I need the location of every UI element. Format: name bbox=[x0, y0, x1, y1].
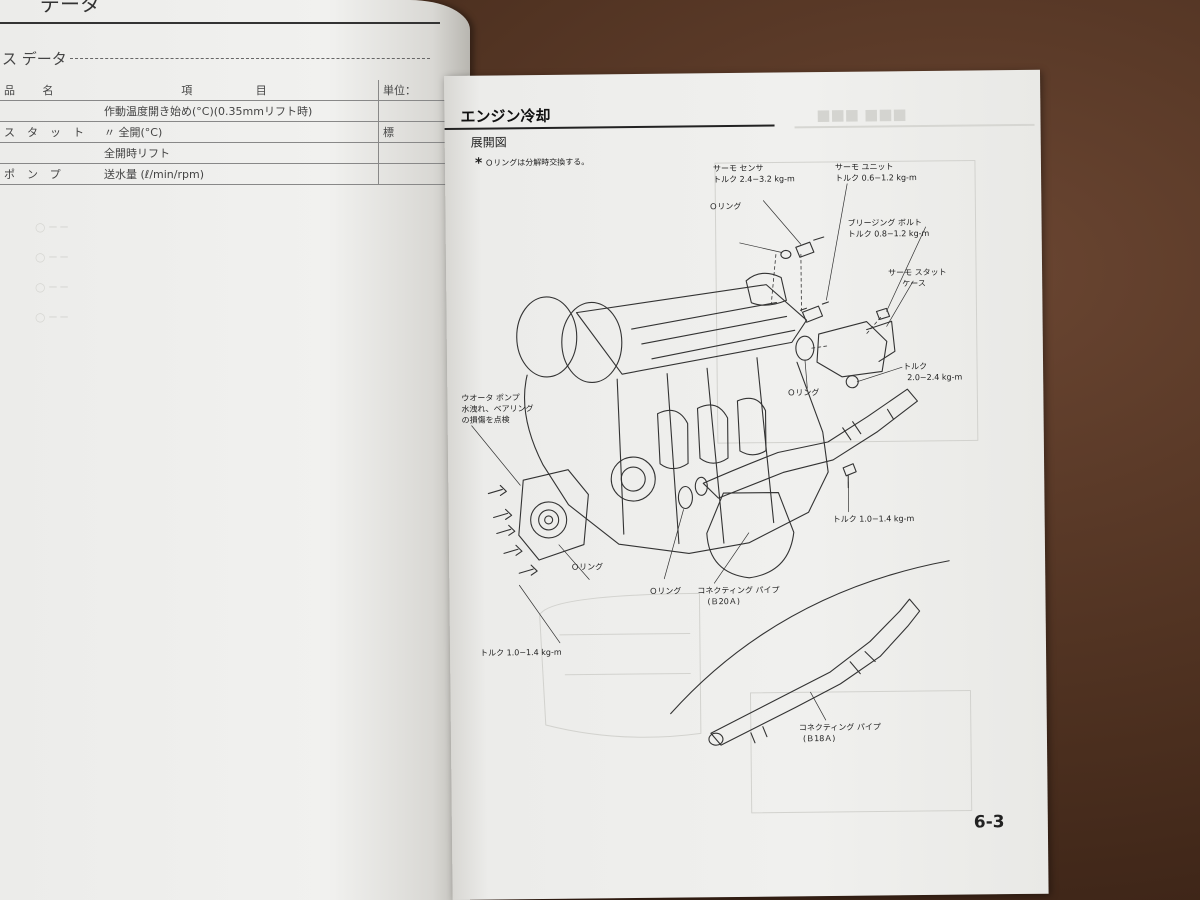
label-torque-left: トルク 1.0−1.4 kg-m bbox=[479, 647, 562, 658]
label-thermostat-case: サーモ スタット ケース bbox=[888, 267, 947, 290]
table-header-cell: 項 目 bbox=[100, 80, 379, 101]
label-text: 2.0−2.4 kg-m bbox=[907, 372, 963, 383]
table-cell bbox=[0, 100, 100, 122]
left-header-rule bbox=[0, 22, 440, 24]
cam-pulley-left bbox=[516, 296, 578, 378]
left-section-rule bbox=[70, 58, 430, 59]
table-cell: 〃 全開(°C) bbox=[100, 121, 379, 143]
label-torque-right: トルク 1.0−1.4 kg-m bbox=[832, 514, 915, 524]
table-cell bbox=[378, 163, 450, 185]
label-text: サーモ スタット bbox=[888, 267, 947, 278]
label-thermo-sensor: サーモ センサ トルク 2.4−3.2 kg-m bbox=[713, 162, 795, 185]
label-oring-pump: Ｏリング bbox=[571, 562, 604, 572]
label-torque-case: トルク 2.0−2.4 kg-m bbox=[903, 361, 962, 384]
thermo-unit bbox=[799, 301, 829, 323]
water-pump bbox=[518, 469, 589, 561]
bleeding-bolt bbox=[875, 307, 891, 321]
connecting-pipe-b18a bbox=[710, 598, 921, 746]
right-page: ■■■ ■■■ エンジン冷却 展開図 *Ｏリングは分解時交換する。 bbox=[444, 69, 1049, 900]
label-text: トルク bbox=[903, 361, 928, 372]
cylinder-head-cover bbox=[575, 284, 808, 375]
bleed-through-lines bbox=[539, 159, 979, 814]
label-text: ブリージング ボルト bbox=[847, 218, 922, 228]
thermostat-case bbox=[816, 321, 888, 378]
label-thermo-unit: サーモ ユニット トルク 0.6−1.2 kg-m bbox=[835, 161, 917, 184]
oil-filler-cap bbox=[745, 272, 787, 306]
oil-filter bbox=[706, 491, 795, 579]
label-text: の損傷を点検 bbox=[461, 415, 510, 425]
table-row: 作動温度開き始め(°C)(0.35mmリフト時) bbox=[0, 100, 450, 122]
table-cell bbox=[378, 142, 450, 164]
label-text: 水洩れ、ベアリング bbox=[461, 404, 534, 414]
table-row: 全開時リフト bbox=[0, 142, 450, 164]
table-row: スタット 〃 全開(°C) 標 bbox=[0, 121, 450, 143]
label-text: ウオータ ポンプ bbox=[461, 393, 520, 403]
label-text: (Ｂ20Ａ) bbox=[707, 596, 740, 607]
label-text: トルク 2.4−3.2 kg-m bbox=[713, 174, 795, 185]
label-text: ケース bbox=[902, 278, 926, 289]
left-section-title: ス データ bbox=[2, 50, 67, 68]
oring-pump-pipe bbox=[677, 485, 693, 510]
table-cell: ポンプ bbox=[0, 163, 100, 185]
table-cell: 標 bbox=[378, 121, 450, 143]
table-cell: スタット bbox=[0, 121, 100, 143]
label-oring-top: Ｏリング bbox=[709, 201, 742, 212]
label-pipe-b18a: コネクティング パイプ (Ｂ18Ａ) bbox=[799, 721, 881, 744]
table-cell bbox=[378, 100, 450, 122]
label-text: (Ｂ18Ａ) bbox=[802, 733, 836, 744]
label-pipe-b20a: コネクティング パイプ (Ｂ20Ａ) bbox=[697, 585, 779, 608]
pump-bolts bbox=[487, 484, 538, 576]
label-text: サーモ ユニット bbox=[834, 162, 894, 172]
left-page: データ ス データ 品 名 項 目 単位： 作動温度開き始め(°C)(0.35m… bbox=[0, 0, 470, 900]
label-bleeding-bolt: ブリージング ボルト トルク 0.8−1.2 kg-m bbox=[848, 217, 930, 240]
separator-curve bbox=[670, 560, 950, 715]
page-number: 6-3 bbox=[973, 812, 1005, 833]
service-data-table: 品 名 項 目 単位： 作動温度開き始め(°C)(0.35mmリフト時) スタッ… bbox=[0, 80, 450, 185]
left-page-header-title: データ bbox=[40, 0, 100, 16]
table-cell: 全開時リフト bbox=[100, 142, 379, 164]
label-text: コネクティング パイプ bbox=[697, 585, 780, 596]
table-header-row: 品 名 項 目 単位： bbox=[0, 80, 450, 101]
exploded-view-diagram bbox=[471, 159, 979, 814]
label-text: トルク 0.6−1.2 kg-m bbox=[835, 173, 917, 183]
oring-case bbox=[795, 335, 815, 361]
table-cell: 送水量 (ℓ/min/rpm) bbox=[100, 163, 379, 185]
label-water-pump: ウオータ ポンプ 水洩れ、ベアリング の損傷を点検 bbox=[461, 392, 533, 426]
table-cell: 作動温度開き始め(°C)(0.35mmリフト時) bbox=[100, 100, 379, 122]
label-text: サーモ センサ bbox=[712, 163, 764, 174]
label-text: トルク 0.8−1.2 kg-m bbox=[847, 228, 930, 239]
oring-sensor bbox=[780, 249, 792, 259]
table-cell bbox=[0, 142, 100, 164]
bleed-through-marks: ○ ─ ─○ ─ ─○ ─ ─○ ─ ─ bbox=[35, 220, 68, 324]
label-oring-pipe: Ｏリング bbox=[649, 586, 682, 596]
connecting-pipe-b20a bbox=[702, 388, 918, 499]
table-row: ポンプ 送水量 (ℓ/min/rpm) bbox=[0, 163, 450, 185]
table-header-cell: 品 名 bbox=[0, 80, 100, 101]
thermo-sensor bbox=[795, 236, 825, 258]
cam-pulley-right bbox=[561, 301, 623, 384]
table-header-cell: 単位： bbox=[378, 80, 450, 101]
label-text: コネクティング パイプ bbox=[798, 722, 881, 733]
label-oring-mid: Ｏリング bbox=[787, 388, 820, 398]
